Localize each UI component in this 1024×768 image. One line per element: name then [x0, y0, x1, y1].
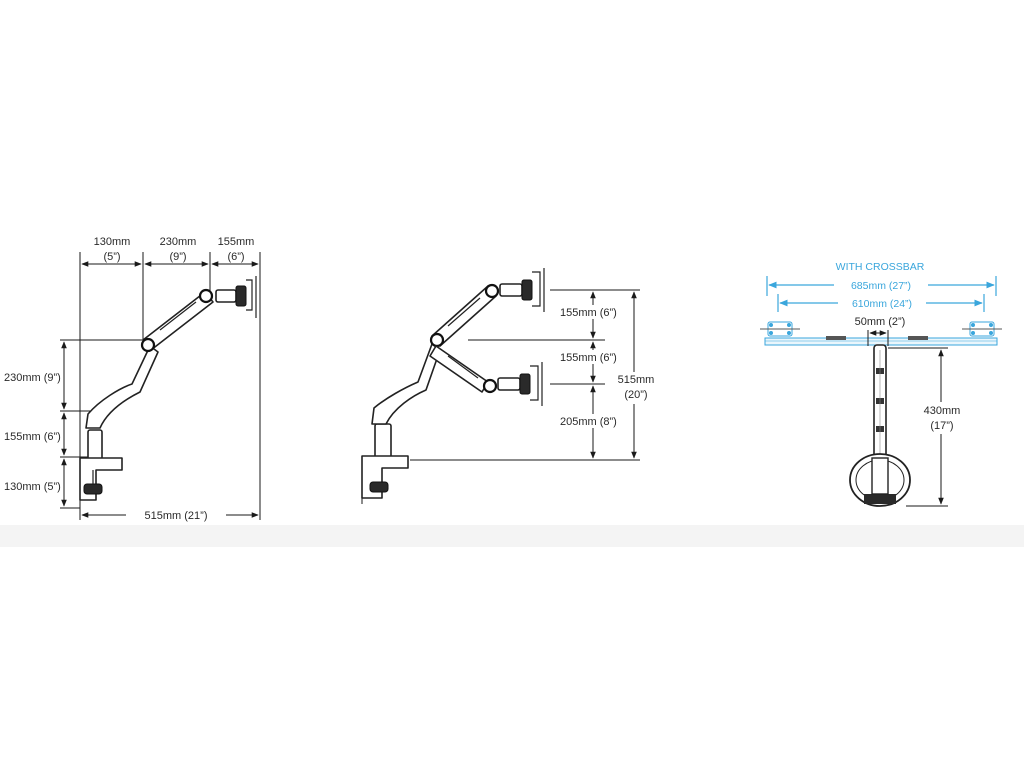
- side-top-dim-2-mm: 230mm: [160, 236, 197, 248]
- front-view: WITH CROSSBAR 685mm (27”) 610mm (24”): [760, 261, 1002, 507]
- side-left-dim-1: 230mm (9”): [4, 372, 61, 384]
- front-height-in: (17”): [930, 420, 953, 432]
- crossbar-title: WITH CROSSBAR: [836, 261, 925, 273]
- side-arm-drawing: [79, 276, 257, 508]
- crossbar-inner-width: 610mm (24”): [852, 298, 912, 310]
- floor-reflection: [0, 525, 1024, 547]
- height-total-in: (20”): [624, 389, 647, 401]
- front-offset-dim: 50mm (2”): [855, 316, 906, 328]
- side-top-dim-1-in: (5”): [103, 251, 120, 263]
- side-left-dim-3: 130mm (5”): [4, 481, 61, 493]
- height-view: 155mm (6”) 155mm (6”) 205mm (8”) 515mm (…: [361, 268, 658, 504]
- side-top-dim-3-mm: 155mm: [218, 236, 255, 248]
- side-left-dim-2: 155mm (6”): [4, 431, 61, 443]
- front-height-mm: 430mm: [924, 405, 961, 417]
- side-view: 130mm (5”) 230mm (9”) 155mm (6”) 230mm (…: [4, 236, 261, 522]
- side-top-dim-2-in: (9”): [169, 251, 186, 263]
- height-total-mm: 515mm: [618, 374, 655, 386]
- height-dim-1: 155mm (6”): [560, 307, 617, 319]
- height-dim-3: 205mm (8”): [560, 416, 617, 428]
- height-dim-2: 155mm (6”): [560, 352, 617, 364]
- side-top-dim-3-in: (6”): [227, 251, 244, 263]
- crossbar-outer-width: 685mm (27”): [851, 280, 911, 292]
- front-arm-drawing: [849, 344, 911, 507]
- side-bottom-dim: 515mm (21”): [145, 510, 208, 522]
- side-top-dim-1-mm: 130mm: [94, 236, 131, 248]
- crossbar: [764, 337, 998, 346]
- left-vesa-mount: [760, 321, 800, 337]
- right-vesa-mount: [962, 321, 1002, 337]
- height-arm-drawing: [361, 268, 545, 504]
